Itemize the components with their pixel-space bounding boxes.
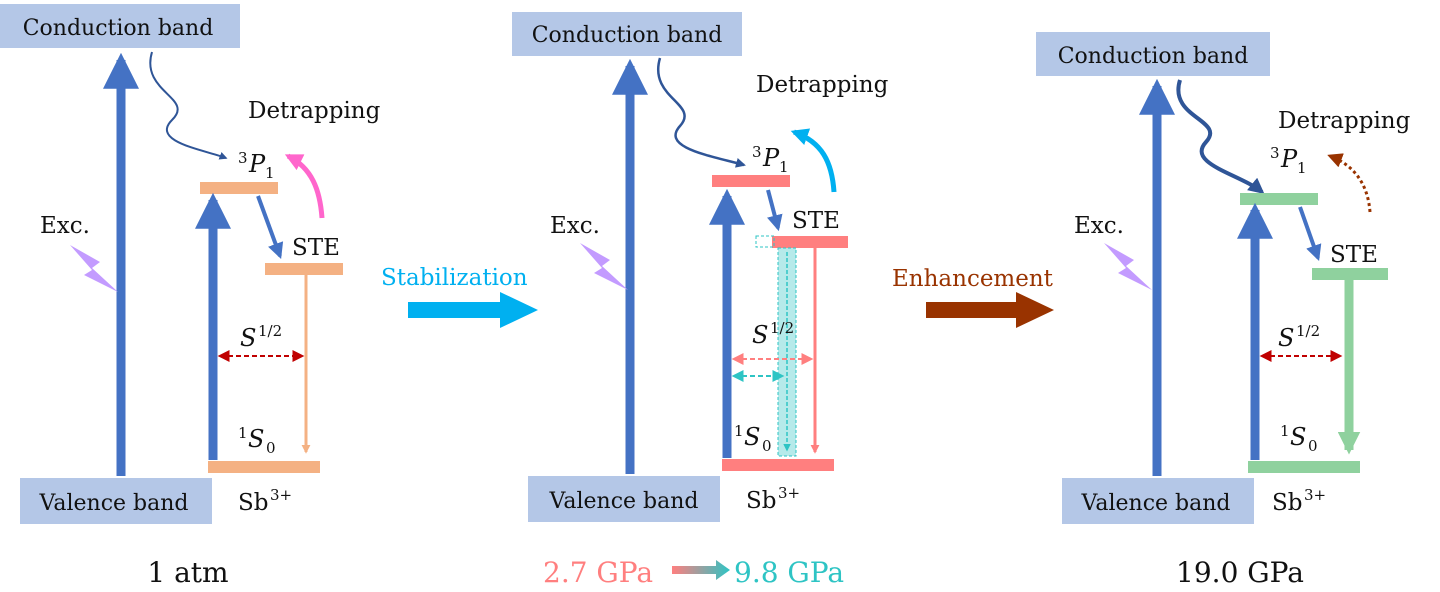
conduction-band-box (1036, 32, 1270, 76)
detrapping-arrow (1327, 153, 1372, 213)
ste-level (1312, 268, 1388, 280)
p1-label: 3P1 (1270, 144, 1307, 177)
detrapping-arrow (790, 128, 837, 193)
conduction-band-box (512, 12, 742, 56)
pressure-label: 1 atm (147, 556, 228, 589)
excitation-label: Exc. (550, 213, 600, 239)
relaxation-wavy-arrow (657, 57, 746, 168)
p1-level (200, 182, 278, 194)
lightning-icon (70, 245, 118, 292)
panel-2p7-9p8-gpa: Conduction band Valence band Exc. Detrap… (512, 12, 889, 589)
s0-level (208, 461, 320, 473)
p1-level (1240, 193, 1318, 205)
conduction-band-label: Conduction band (23, 16, 214, 41)
panel-1atm: Conduction band Valence band Exc. Detrap… (0, 4, 381, 589)
detrapping-arrow (284, 153, 325, 219)
ste-level (772, 236, 848, 248)
detrapping-label: Detrapping (756, 72, 889, 98)
valence-band-label: Valence band (1081, 491, 1231, 516)
enhancement-arrow (926, 292, 1054, 328)
pressure-low-label: 2.7 GPa (543, 556, 653, 589)
panel-19gpa: Conduction band Valence band Exc. Detrap… (1036, 32, 1411, 589)
p1-label: 3P1 (752, 143, 789, 176)
excitation-label: Exc. (40, 213, 90, 239)
ste-label: STE (792, 208, 840, 234)
excitation-label: Exc. (1074, 213, 1124, 239)
valence-band-box (528, 476, 720, 522)
valence-band-label: Valence band (39, 491, 189, 516)
pressure-increase-arrow (672, 560, 730, 580)
conduction-band-label: Conduction band (532, 23, 723, 48)
trapping-arrow (1298, 206, 1322, 262)
lightning-icon (1104, 243, 1152, 290)
p1-level (712, 175, 790, 187)
conduction-band-label: Conduction band (1058, 44, 1249, 69)
trapping-arrow (256, 195, 284, 260)
detrapping-label: Detrapping (248, 98, 381, 124)
ste-label: STE (1330, 242, 1378, 268)
pressure-high-label: 9.8 GPa (734, 556, 844, 589)
enhancement-label: Enhancement (892, 266, 1054, 292)
stabilization-arrow (408, 292, 538, 328)
ste-level-shifted (755, 235, 775, 248)
ste-level (265, 263, 343, 275)
valence-band-label: Valence band (549, 489, 699, 514)
s0-level (1248, 461, 1360, 473)
valence-band-box (20, 478, 212, 524)
valence-band-box (1062, 478, 1254, 524)
relaxation-wavy-arrow (1176, 79, 1265, 195)
pressure-label: 19.0 GPa (1176, 556, 1304, 589)
transition-stabilization: Stabilization (381, 265, 538, 328)
trapping-arrow (766, 189, 783, 232)
transition-enhancement: Enhancement (892, 266, 1054, 328)
detrapping-label: Detrapping (1278, 108, 1411, 134)
conduction-band-box (0, 4, 240, 48)
ste-label: STE (292, 235, 340, 261)
p1-label: 3P1 (238, 149, 275, 182)
lightning-icon (580, 243, 628, 290)
stabilization-label: Stabilization (381, 265, 528, 291)
relaxation-wavy-arrow (149, 51, 228, 160)
s0-level (722, 459, 834, 471)
